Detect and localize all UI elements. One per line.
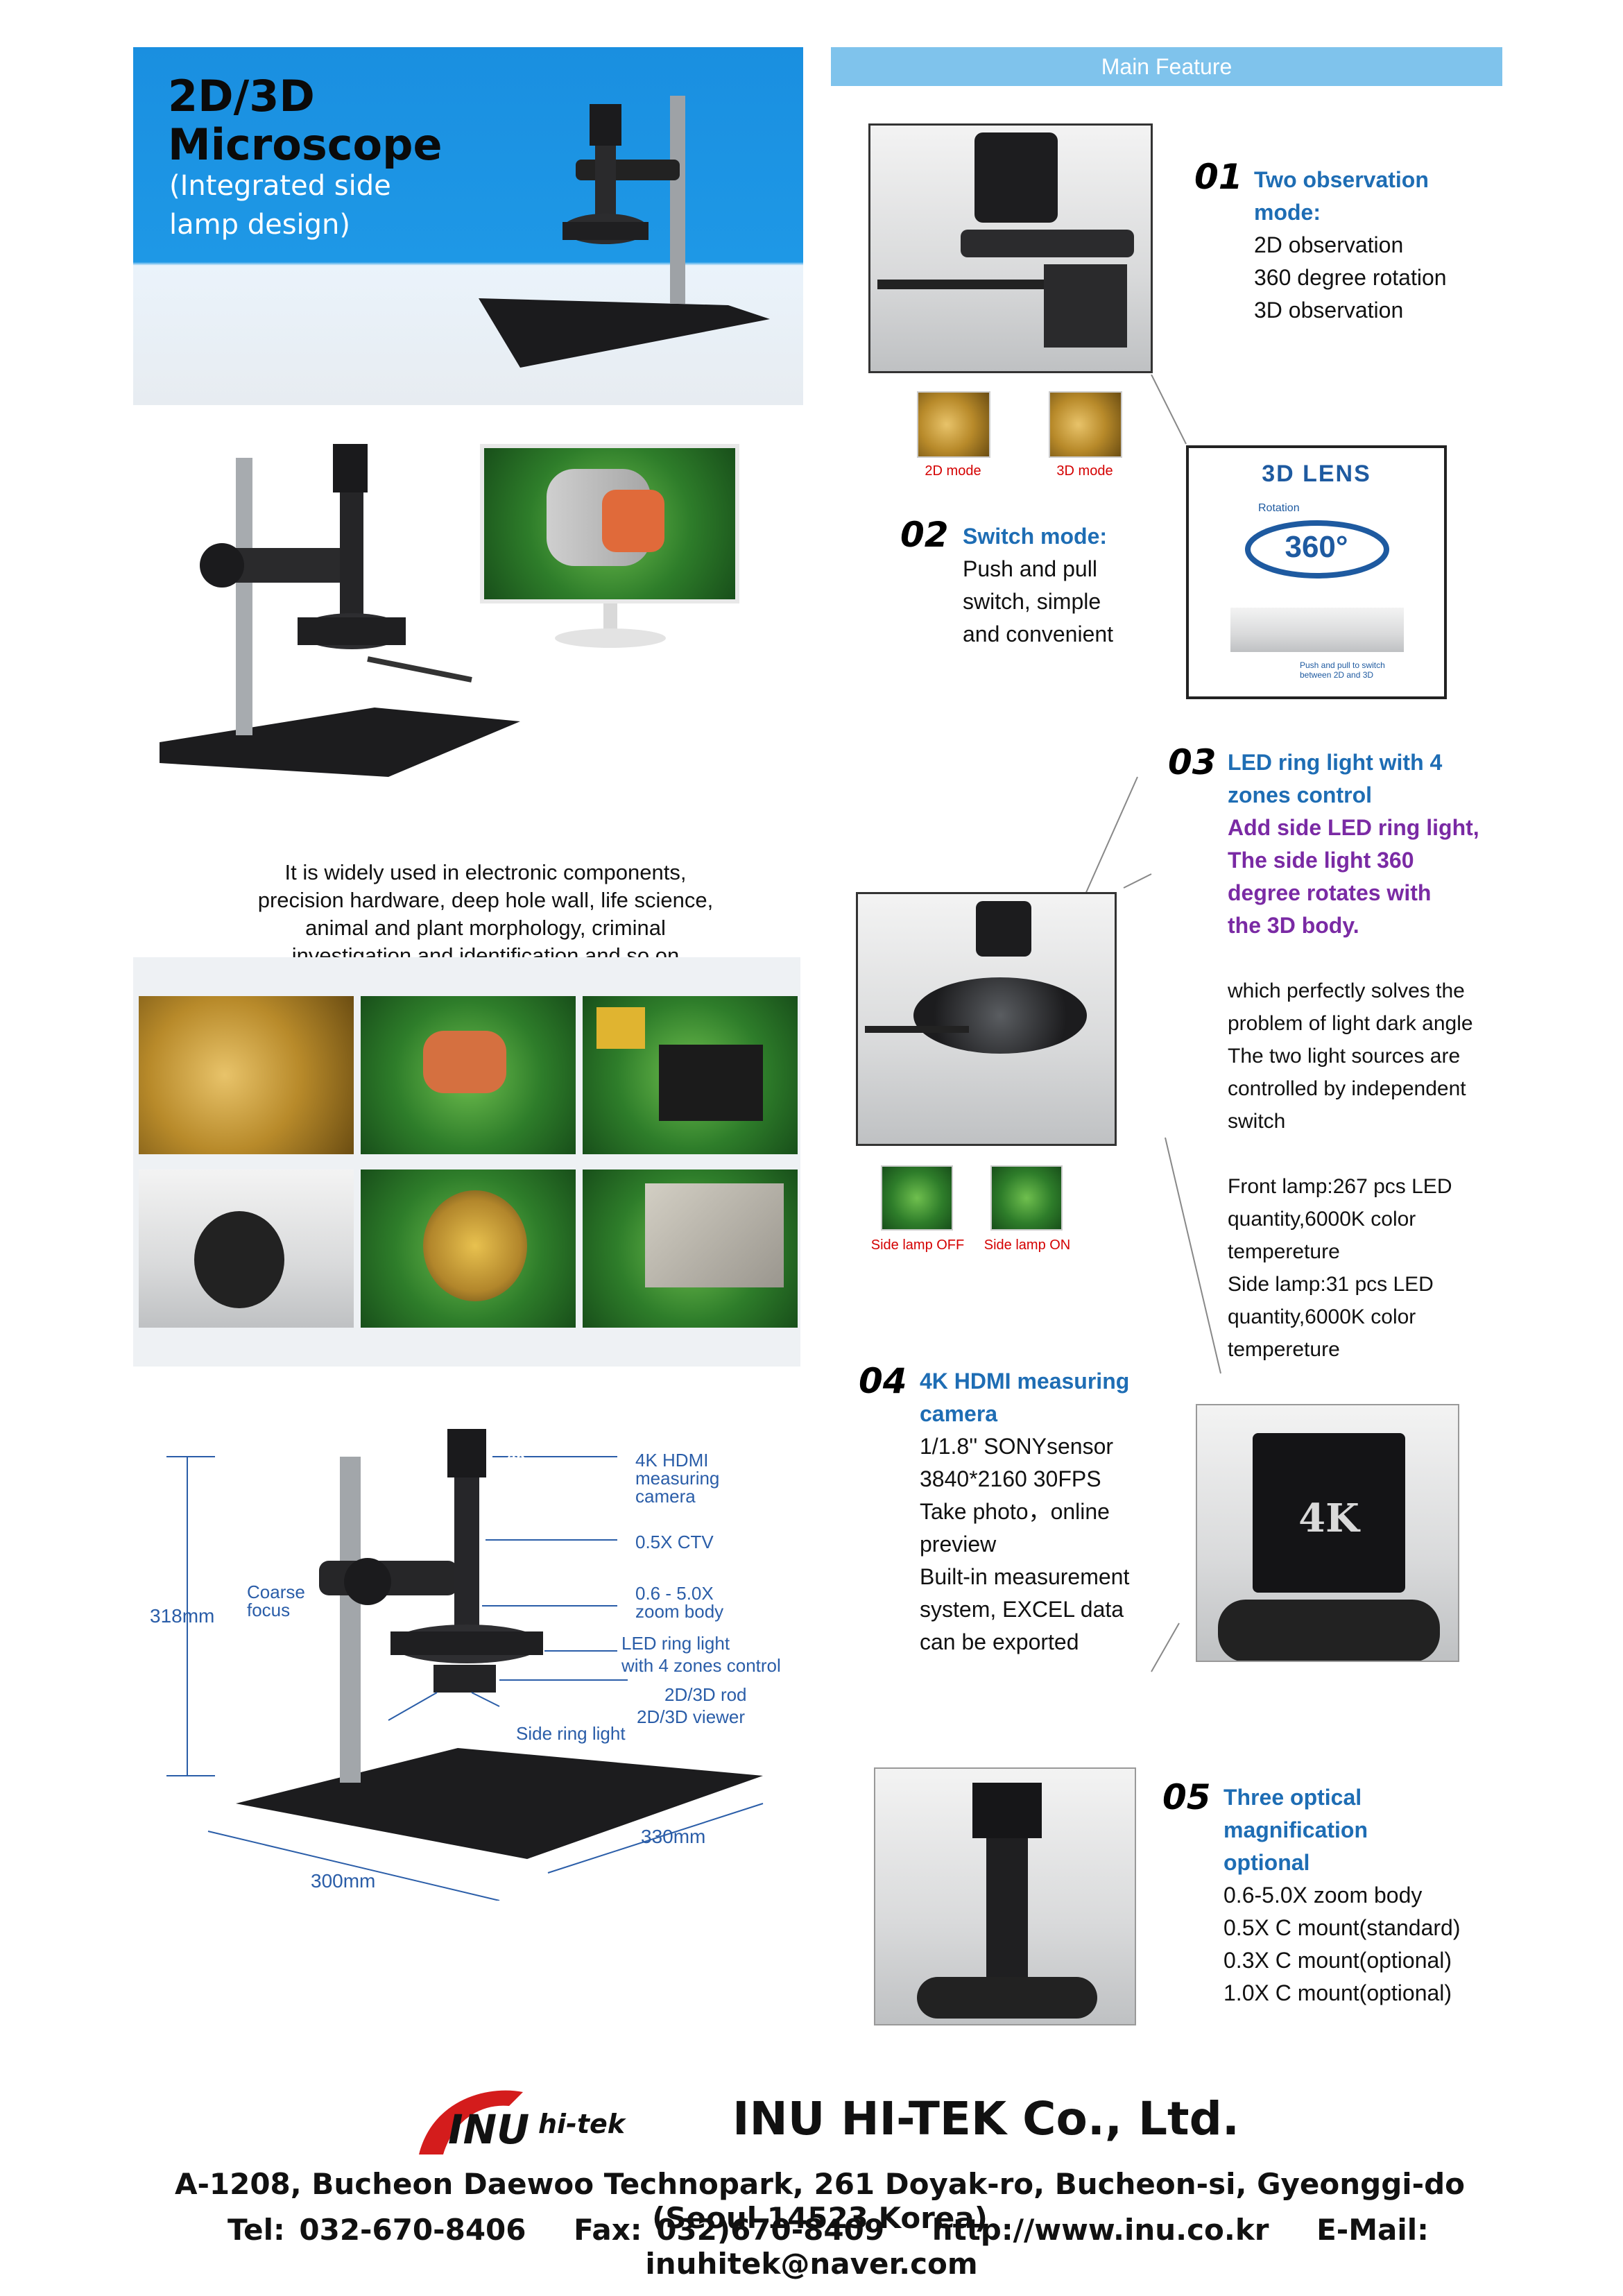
feature-03-number: 03 [1168, 742, 1217, 782]
sample-image-circuit-module [583, 1170, 798, 1328]
company-logo: INU hi-tek [405, 2078, 682, 2161]
dimension-diagram [166, 1429, 764, 1901]
main-feature-header: Main Feature [831, 47, 1502, 86]
sample-image-solder-pads [139, 996, 354, 1154]
feature-02-number: 02 [900, 515, 949, 555]
label-height: 318mm [150, 1605, 215, 1627]
side-lamp-on-thumbnail [990, 1165, 1063, 1231]
side-lamp-off-thumbnail [881, 1165, 953, 1231]
label-viewer: 2D/3D viewer [637, 1706, 746, 1727]
sample-image-deep-hole [361, 1170, 576, 1328]
camera-badge-label: 4K [508, 1447, 528, 1464]
side-lamp-off-caption: Side lamp OFF [870, 1237, 965, 1253]
connector-lines [1082, 375, 1221, 1672]
phone-number: Tel: 032-670-8406 [227, 2213, 526, 2247]
lens-card-title: 3D LENS [1262, 461, 1371, 487]
label-depth: 330mm [641, 1826, 706, 1847]
feature-04-text: 4K HDMI measuring camera 1/1.8'' SONYsen… [920, 1369, 1130, 1654]
feature-03-text: LED ring light with 4 zones control Add … [1228, 750, 1479, 1361]
lens-card-rotation: Rotation [1258, 502, 1300, 514]
company-name: INU HI-TEK Co., Ltd. [732, 2092, 1239, 2145]
monitor-stand-image [555, 603, 666, 648]
microscope-with-stand-image [160, 444, 520, 777]
logo-text: hi-tek [538, 2109, 626, 2139]
label-ctv: 0.5X CTV [635, 1532, 714, 1552]
rotation-arrow-icon [1245, 520, 1389, 579]
lens-card-image [1230, 608, 1404, 652]
lens-card-degrees: 360° [1285, 530, 1348, 564]
monitor-screen-image [480, 444, 739, 603]
application-description: It is widely used in electronic componen… [257, 860, 714, 968]
hero-banner [133, 47, 803, 405]
4k-camera-image: 4K [1196, 1404, 1459, 1662]
mode-3d-caption: 3D mode [1056, 463, 1113, 479]
hero-microscope-image [479, 96, 770, 368]
fax-number: Fax: 032)670-8409 [574, 2213, 885, 2247]
feature-04-number: 04 [859, 1361, 907, 1401]
feature-02-text: Switch mode: Push and pull switch, simpl… [963, 524, 1114, 646]
label-side-ring: Side ring light [516, 1723, 626, 1744]
feature-05-number: 05 [1162, 1777, 1211, 1817]
feature-01-number: 01 [1194, 157, 1243, 197]
mode-2d-thumbnail [917, 391, 990, 458]
side-lamp-on-caption: Side lamp ON [984, 1237, 1071, 1253]
lens-card-note: Push and pull to switch between 2D and 3… [1300, 660, 1385, 680]
logo-swoosh-icon [419, 2090, 523, 2154]
feature-03-image [856, 892, 1117, 1146]
feature-01-text: Two observation mode: 2D observation 360… [1254, 167, 1447, 323]
feature-01-image [868, 123, 1153, 373]
company-address: A-1208, Bucheon Daewoo Technopark, 261 D… [174, 2167, 1466, 2235]
company-contact: Tel: 032-670-8406 Fax: 032)670-8409 http… [133, 2213, 1506, 2281]
sample-image-screw [139, 1170, 354, 1328]
product-subtitle: (Integrated side lamp design) [169, 170, 391, 241]
logo-letters: INU [448, 2106, 530, 2153]
email-link[interactable]: E-Mail: inuhitek@naver.com [645, 2213, 1429, 2281]
mode-3d-thumbnail [1049, 391, 1122, 458]
label-rod: 2D/3D rod [664, 1684, 747, 1705]
sample-image-ic-chip [583, 996, 798, 1154]
mode-2d-caption: 2D mode [925, 463, 981, 479]
website-link[interactable]: http://www.inu.co.kr [931, 2213, 1269, 2247]
feature-05-text: Three optical magnification optional 0.6… [1223, 1785, 1461, 2005]
sample-image-component [361, 996, 576, 1154]
3d-lens-card: 3D LENS Rotation 360° Push and pull to s… [1186, 445, 1447, 699]
product-title: 2D/3D Microscope [168, 71, 443, 170]
4k-badge: 4K [1298, 1496, 1359, 1541]
label-width: 300mm [311, 1870, 376, 1892]
feature-05-image [874, 1767, 1136, 2025]
